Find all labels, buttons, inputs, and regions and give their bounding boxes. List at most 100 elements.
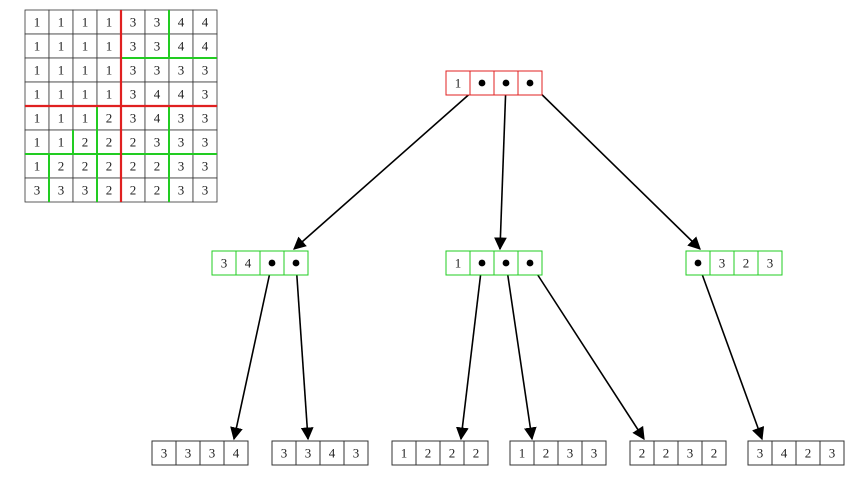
grid-cell-value: 1: [34, 15, 41, 30]
grid-cell-value: 1: [58, 135, 65, 150]
node-cell: [771, 440, 797, 466]
grid-cell-value: 3: [154, 135, 161, 150]
grid-cell: [96, 177, 122, 203]
grid-cell: [120, 129, 146, 155]
grid-cell: [144, 33, 170, 59]
root-node: 1: [445, 70, 543, 96]
grid-cell-value: 1: [34, 111, 41, 126]
tree-edge-arrow: [230, 262, 273, 441]
tree-edge-arrow: [456, 262, 483, 441]
grid-cell: [120, 177, 146, 203]
grid-cell-value: 1: [34, 39, 41, 54]
grid-cell-value: 1: [58, 39, 65, 54]
grid-cell: [24, 177, 50, 203]
grid-cell: [24, 57, 50, 83]
grid-cell-value: 3: [202, 183, 209, 198]
pointer-dot: [292, 259, 300, 267]
grid-cell-value: 4: [178, 15, 185, 30]
node-cell: [533, 440, 559, 466]
grid-cell: [192, 9, 218, 35]
grid-cell-value: 1: [106, 87, 113, 102]
grid-cell: [72, 57, 98, 83]
grid-cell-value: 3: [154, 15, 161, 30]
grid-cell-value: 1: [34, 159, 41, 174]
node-cell: [415, 440, 441, 466]
pointer-dot: [478, 79, 486, 87]
tree-edge-arrow: [697, 262, 765, 441]
grid-cell: [24, 9, 50, 35]
grid-cell-value: 3: [178, 135, 185, 150]
node-cell-value: 4: [233, 446, 240, 461]
grid-cell: [120, 81, 146, 107]
node-cell-value: 2: [473, 446, 480, 461]
grid-cell-value: 3: [130, 63, 137, 78]
grid-cell-value: 1: [82, 63, 89, 78]
node-cell: [439, 440, 465, 466]
node-cell: [629, 440, 655, 466]
tree-edges: [230, 82, 765, 441]
tree-edge-arrow: [529, 262, 645, 441]
node-cell: [463, 440, 489, 466]
grid-cell-value: 4: [202, 39, 209, 54]
grid-cell: [144, 177, 170, 203]
grid-cell-value: 1: [106, 39, 113, 54]
node-cell-value: 4: [245, 256, 252, 271]
pointer-dot: [526, 79, 534, 87]
grid-cell-value: 1: [82, 111, 89, 126]
node-cell-value: 3: [221, 256, 228, 271]
node-cell-value: 2: [711, 446, 718, 461]
node-cell-value: 2: [805, 446, 812, 461]
node-cell-value: 2: [663, 446, 670, 461]
grid-cell-value: 4: [178, 87, 185, 102]
grid-cell: [48, 33, 74, 59]
grid-cell-value: 3: [58, 183, 65, 198]
grid-cell-value: 1: [34, 63, 41, 78]
grid-cell-value: 3: [202, 87, 209, 102]
grid-cell-value: 3: [130, 87, 137, 102]
node-cell-value: 3: [353, 446, 360, 461]
node-cell-value: 2: [543, 446, 550, 461]
node-cell-value: 2: [425, 446, 432, 461]
grid-cell-value: 1: [58, 63, 65, 78]
grid-cell-value: 3: [178, 111, 185, 126]
grid-cell-value: 3: [82, 183, 89, 198]
node-cell-value: 3: [591, 446, 598, 461]
grid-cell-value: 2: [82, 159, 89, 174]
pointer-dot: [478, 259, 486, 267]
grid-cell-value: 3: [130, 39, 137, 54]
node-cell-value: 3: [719, 256, 726, 271]
tree-edge-arrow: [494, 82, 507, 251]
node-cell-value: 2: [743, 256, 750, 271]
node-cell: [343, 440, 369, 466]
grid-cell-value: 3: [130, 15, 137, 30]
level2-node: 1: [445, 250, 543, 276]
node-cell: [445, 250, 471, 276]
tree-edge-arrow: [529, 82, 701, 250]
grid-cell-value: 2: [106, 135, 113, 150]
grid-cell-value: 3: [202, 159, 209, 174]
node-cell-value: 4: [781, 446, 788, 461]
grid-cell: [192, 129, 218, 155]
grid-cell-value: 3: [178, 183, 185, 198]
grid-cell: [72, 177, 98, 203]
grid-cell: [96, 57, 122, 83]
grid-cell: [72, 81, 98, 107]
grid-cell-value: 1: [82, 87, 89, 102]
grid-cell-value: 3: [34, 183, 41, 198]
node-cell: [271, 440, 297, 466]
node-cell-value: 3: [281, 446, 288, 461]
grid-cell: [24, 153, 50, 179]
grid-cell-value: 3: [202, 63, 209, 78]
pointer-dot: [502, 259, 510, 267]
grid-cell-value: 1: [58, 15, 65, 30]
node-cell-value: 3: [209, 446, 216, 461]
node-cell: [795, 440, 821, 466]
node-cell-value: 1: [519, 446, 526, 461]
